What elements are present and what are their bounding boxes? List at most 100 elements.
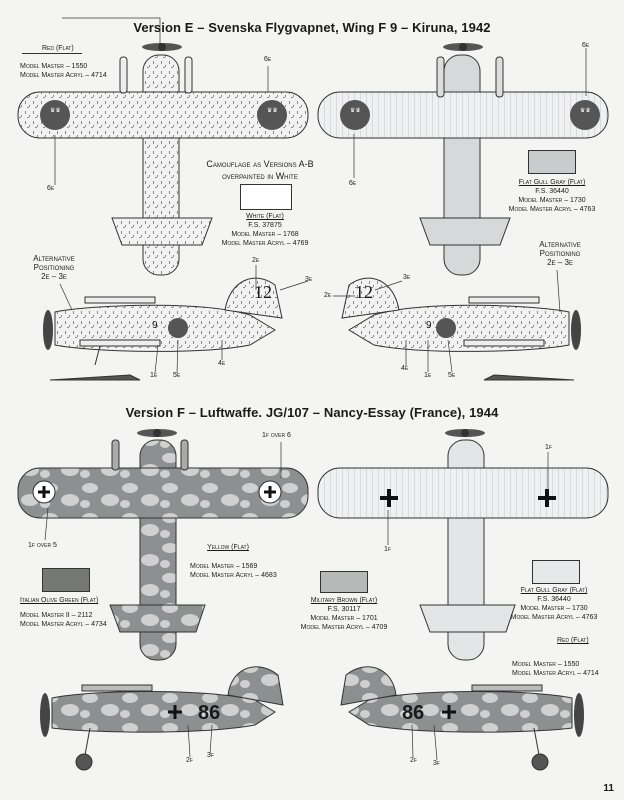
f-olive-swatch xyxy=(42,568,90,592)
f-top-view-upper xyxy=(17,429,309,661)
f-side-view-right xyxy=(340,666,584,771)
e-top-view-upper: ♛♛ ♛♛ xyxy=(17,43,309,276)
e-callout-5e-right: 5e xyxy=(448,372,456,379)
f-yellow-paint-refs: Model Master – 1569 Model Master Acryl –… xyxy=(190,562,277,580)
e-white-fs: F.S. 37875 xyxy=(248,222,282,229)
e-gray-acryl: Model Master Acryl – 4763 xyxy=(508,206,596,213)
f-gray-title: Flat Gull Gray (Flat) xyxy=(520,587,588,594)
f-yellow-acryl: Model Master Acryl – 4683 xyxy=(190,572,277,579)
e-alt-left-2: Positioning xyxy=(33,263,75,272)
f-olive-mm: Model Master II – 2112 xyxy=(20,612,93,619)
e-alt-left-3: 2e – 3e xyxy=(41,272,67,281)
e-callout-3e-left: 3e xyxy=(305,276,313,283)
e-red-paint-refs: Model Master – 1550 Model Master Acryl –… xyxy=(20,62,107,80)
f-yellow-title: Yellow (Flat) xyxy=(207,544,249,551)
e-alt-positioning-right: Alternative Positioning 2e – 3e xyxy=(530,240,590,267)
svg-text:♛♛: ♛♛ xyxy=(50,107,61,114)
callout-leader-lines xyxy=(44,17,587,761)
f-red-mm: Model Master – 1550 xyxy=(512,661,580,668)
f-callout-2f-left: 2f xyxy=(186,757,193,764)
f-gray-fs: F.S. 36440 xyxy=(537,596,571,603)
f-top-view-lower xyxy=(317,429,609,661)
e-white-paint-label: White (Flat) F.S. 37875 Model Master – 1… xyxy=(215,212,315,248)
e-side-view-left xyxy=(43,277,283,381)
svg-text:♛♛: ♛♛ xyxy=(267,107,278,114)
e-callout-1e-right: 1e xyxy=(424,372,432,379)
e-fuselage-number-right: 9 xyxy=(426,320,432,331)
f-callout-3f-left: 3f xyxy=(207,752,214,759)
e-gray-mm: Model Master – 1730 xyxy=(518,197,586,204)
f-red-paint-refs: Model Master – 1550 Model Master Acryl –… xyxy=(512,660,599,678)
e-white-swatch xyxy=(240,184,292,210)
f-brown-title: Military Brown (Flat) xyxy=(310,597,378,604)
e-top-view-lower: ♛♛ ♛♛ xyxy=(317,43,609,276)
e-tail-number-right: 12 xyxy=(355,282,373,302)
f-yellow-paint-label: Yellow (Flat) xyxy=(180,543,276,552)
e-note-line2: overpainted in White xyxy=(222,171,298,181)
f-brown-swatch xyxy=(320,571,368,593)
f-brown-fs: F.S. 30117 xyxy=(327,606,361,613)
e-gray-paint-label: Flat Gull Gray (Flat) F.S. 36440 Model M… xyxy=(500,178,604,214)
f-red-title: Red (Flat) xyxy=(557,637,589,644)
f-yellow-mm: Model Master – 1569 xyxy=(190,563,258,570)
f-brown-mm: Model Master – 1701 xyxy=(310,615,378,622)
e-white-acryl: Model Master Acryl – 4769 xyxy=(221,240,309,247)
e-note-line1: Camouflage as Versions A-B xyxy=(206,159,314,169)
e-gray-title: Flat Gull Gray (Flat) xyxy=(518,179,586,186)
e-white-title: White (Flat) xyxy=(246,213,284,220)
e-alt-right-2: Positioning xyxy=(539,249,581,258)
e-callout-4e-right: 4e xyxy=(401,365,409,372)
f-fuselage-code-left: 86 xyxy=(198,702,221,724)
e-callout-3e-right: 3e xyxy=(403,274,411,281)
f-olive-title: Italian Olive Green (Flat) xyxy=(20,597,99,604)
e-callout-4e-left: 4e xyxy=(218,360,226,367)
svg-text:♛♛: ♛♛ xyxy=(580,107,591,114)
e-fuselage-number-left: 9 xyxy=(152,320,158,331)
f-callout-3f-right: 3f xyxy=(433,760,440,767)
f-fuselage-code-right: 86 xyxy=(402,702,425,724)
f-gray-paint-label: Flat Gull Gray (Flat) F.S. 36440 Model M… xyxy=(502,586,606,622)
f-gray-swatch xyxy=(532,560,580,584)
e-callout-6e-bottom-right: 6e xyxy=(349,180,357,187)
f-red-paint-label: Red (Flat) xyxy=(557,636,589,645)
e-red-acryl: Model Master Acryl – 4714 xyxy=(20,72,107,79)
e-callout-6e-top-left: 6e xyxy=(264,56,272,63)
e-callout-6e-top-right: 6e xyxy=(582,42,590,49)
f-brown-paint-label: Military Brown (Flat) F.S. 30117 Model M… xyxy=(292,596,396,632)
e-side-view-right xyxy=(341,277,581,381)
e-callout-2e-left: 2e xyxy=(252,257,260,264)
svg-text:♛♛: ♛♛ xyxy=(350,107,361,114)
e-camouflage-note: Camouflage as Versions A-B overpainted i… xyxy=(195,158,325,182)
e-alt-right-1: Alternative xyxy=(539,240,581,249)
version-e-heading: Version E – Svenska Flygvapnet, Wing F 9… xyxy=(133,20,491,35)
e-callout-1e-left: 1e xyxy=(150,372,158,379)
e-red-title: Red (Flat) xyxy=(42,45,74,52)
e-alt-positioning-left: Alternative Positioning 2e – 3e xyxy=(24,254,84,281)
f-side-view-left xyxy=(40,666,284,771)
e-callout-6e-bottom-left: 6e xyxy=(47,185,55,192)
f-callout-2f-right: 2f xyxy=(410,757,417,764)
version-f-heading: Version F – Luftwaffe. JG/107 – Nancy-Es… xyxy=(125,405,499,420)
f-callout-1f-right-bottom: 1f xyxy=(384,546,391,553)
f-callout-1f-over-6: 1f over 6 xyxy=(262,432,291,439)
e-tail-number-left: 12 xyxy=(254,282,272,302)
f-callout-1f-right-top: 1f xyxy=(545,444,552,451)
f-gray-acryl: Model Master Acryl – 4763 xyxy=(510,614,598,621)
e-white-mm: Model Master – 1768 xyxy=(231,231,299,238)
f-gray-mm: Model Master – 1730 xyxy=(520,605,588,612)
page-number: 11 xyxy=(603,783,614,794)
e-callout-5e-left: 5e xyxy=(173,372,181,379)
e-red-paint-label: Red (Flat) xyxy=(20,44,74,53)
e-callout-2e-right: 2e xyxy=(324,292,332,299)
e-red-mm: Model Master – 1550 xyxy=(20,63,88,70)
f-olive-paint-label: Italian Olive Green (Flat) Model Master … xyxy=(20,596,107,629)
f-olive-acryl: Model Master Acryl – 4734 xyxy=(20,621,107,628)
e-alt-left-1: Alternative xyxy=(33,254,75,263)
f-red-acryl: Model Master Acryl – 4714 xyxy=(512,670,599,677)
f-callout-1f-over-5: 1f over 5 xyxy=(28,542,57,549)
e-red-underline xyxy=(22,53,82,54)
e-alt-right-3: 2e – 3e xyxy=(547,258,573,267)
f-brown-acryl: Model Master Acryl – 4709 xyxy=(300,624,388,631)
